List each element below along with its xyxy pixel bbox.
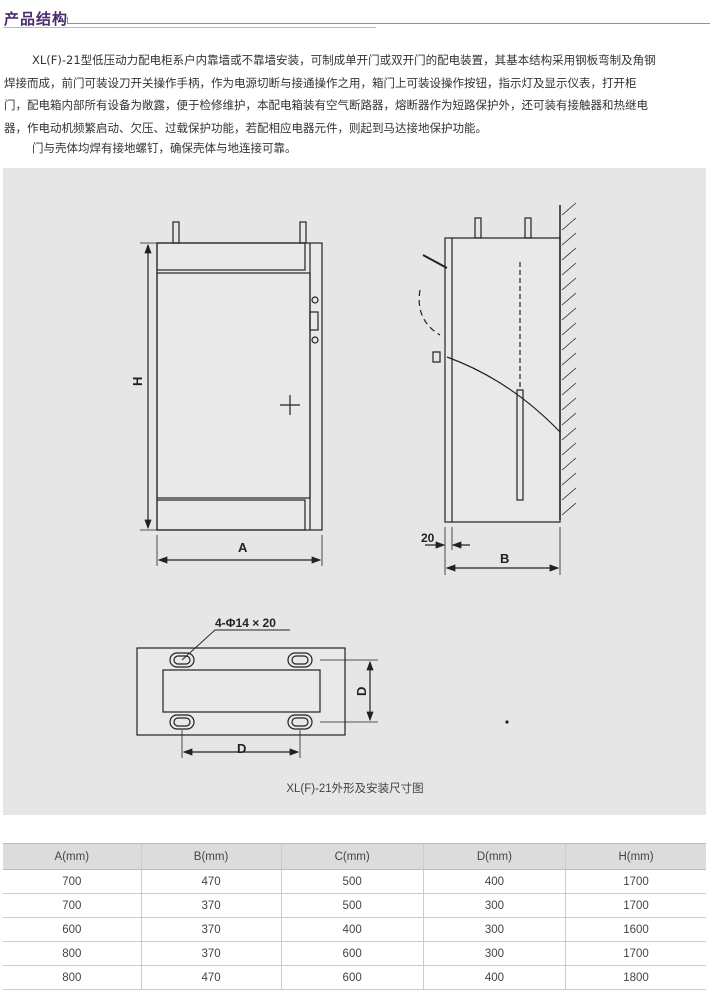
column-header: A(mm) [3,843,142,870]
table-cell: 700 [3,893,142,918]
dimension-label-d-vertical: D [354,687,369,696]
dimension-label-h: H [130,377,145,386]
table-cell: 1700 [565,941,706,966]
table-cell: 500 [280,893,424,918]
title-divider [68,23,710,24]
table-cell: 370 [140,917,282,942]
table-cell: 400 [280,917,424,942]
table-cell: 1800 [565,965,706,990]
table-cell: 400 [422,965,566,990]
table-cell: 370 [140,893,282,918]
table-cell: 800 [3,941,142,966]
table-cell: 300 [422,941,566,966]
dimension-label-20: 20 [421,531,435,545]
table-cell: 600 [3,917,142,942]
dimension-label-b: B [500,551,509,566]
table-cell: 1600 [565,917,706,942]
title-underline [3,27,376,28]
figure-caption: XL(F)-21外形及安装尺寸图 [286,781,423,795]
table-cell: 700 [3,869,142,894]
front-view: H A [130,221,323,566]
table-cell: 400 [422,869,566,894]
table-header-row: A(mm) B(mm) C(mm) D(mm) H(mm) [3,843,706,870]
table-cell: 600 [280,965,424,990]
section-title: 产品结构 [4,10,69,28]
table-cell: 470 [140,869,282,894]
table-cell: 500 [280,869,424,894]
dimension-label-d-horizontal: D [237,741,246,756]
table-cell: 600 [280,941,424,966]
intro-line: 焊接而成，前门可装设刀开关操作手柄，作为电源切断与接通操作之用，箱门上可装设操作… [4,76,637,90]
column-header: H(mm) [565,843,706,870]
side-view: 20 B [418,202,577,575]
intro-line: 器，作电动机频繁启动、欠压、过载保护功能，若配相应电器元件，则起到马达接地保护功… [4,121,487,135]
column-header: B(mm) [140,843,282,870]
intro-line: XL(F)-21型低压动力配电柜系户内靠墙或不靠墙安装，可制成单开门或双开门的配… [32,53,656,67]
table-cell: 1700 [565,869,706,894]
title-divider [67,17,68,24]
base-plan-view: 4-Φ14 × 20 D D [136,616,509,758]
grounding-note: 门与壳体均焊有接地螺钉，确保壳体与地连接可靠。 [32,141,297,155]
mounting-hole-label: 4-Φ14 × 20 [215,616,276,630]
column-header: C(mm) [280,843,424,870]
table-cell: 300 [422,917,566,942]
table-cell: 470 [140,965,282,990]
column-header: D(mm) [422,843,566,870]
table-cell: 800 [3,965,142,990]
dimension-label-a: A [238,540,248,555]
table-cell: 300 [422,893,566,918]
table-cell: 370 [140,941,282,966]
intro-line: 门，配电箱内部所有设备为敞露，便于检修维护，本配电箱装有空气断路器，熔断器作为短… [4,98,648,112]
table-cell: 1700 [565,893,706,918]
dimension-drawing: H A 20 B 4-Φ14 × 20 D D [3,168,706,815]
